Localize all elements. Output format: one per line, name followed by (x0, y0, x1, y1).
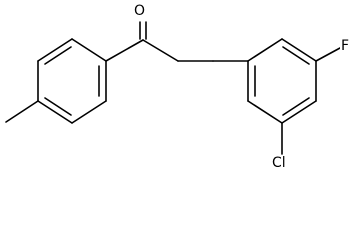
bond-ring2-inner-2 (282, 97, 310, 116)
bond-chain-1 (142, 39, 179, 62)
bond-ring2-2 (281, 38, 317, 62)
bond-methyl (5, 100, 39, 123)
bond-ring1-5 (71, 100, 107, 124)
bond-ring1-1 (71, 38, 107, 62)
structure-diagram: O F Cl (5, 3, 351, 171)
oxygen-atom-label: O (133, 3, 147, 19)
bond-ring2-4 (281, 100, 317, 124)
chlorine-atom-label: Cl (271, 155, 287, 171)
bond-ring2-1 (247, 38, 283, 62)
bond-ring1-inner-2 (44, 97, 72, 116)
molecule-drawing (5, 21, 341, 155)
bond-ring1-inner-1 (44, 46, 72, 65)
bond-fluoro (315, 47, 341, 62)
bond-ring1-4 (37, 100, 73, 124)
bond-ring1-carbonyl (105, 39, 144, 62)
bond-ring1-2 (37, 38, 73, 62)
bond-ring2-5 (247, 100, 283, 124)
fluorine-atom-label: F (340, 38, 351, 54)
bond-ring2-inner-1 (282, 46, 310, 65)
